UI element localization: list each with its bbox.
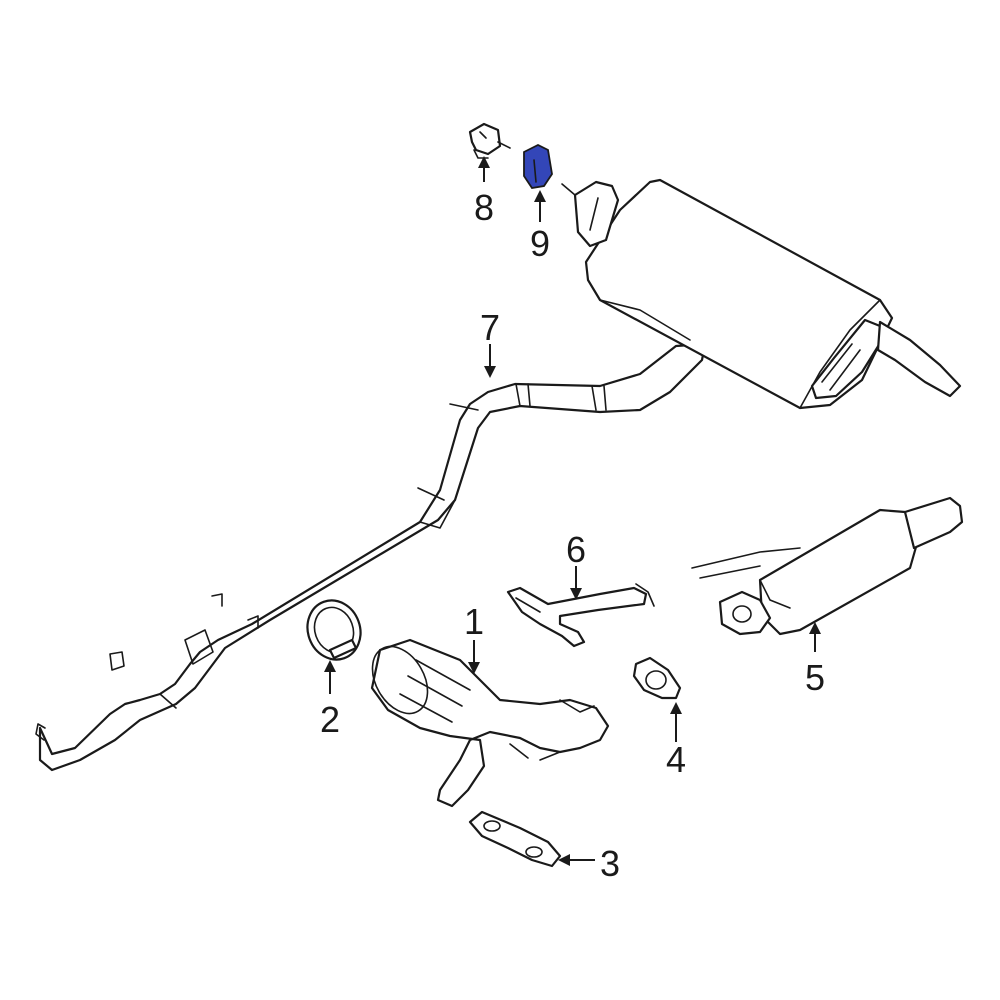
callout-4: 4 xyxy=(666,739,686,780)
callout-1: 1 xyxy=(464,601,484,642)
bracket-part-6[interactable] xyxy=(506,583,655,648)
arrow-7 xyxy=(484,366,496,378)
flange-gasket-part-4[interactable] xyxy=(632,656,682,700)
gasket-part-3[interactable] xyxy=(468,810,562,868)
callout-2: 2 xyxy=(320,699,340,740)
leader-lines xyxy=(324,156,821,866)
catalytic-converter-part-1[interactable] xyxy=(361,637,610,808)
arrow-5 xyxy=(809,622,821,634)
hanger-insulator-part-9[interactable] xyxy=(523,143,553,189)
arrow-9 xyxy=(534,190,546,202)
hanger-clip-part-8[interactable] xyxy=(468,122,511,159)
arrow-2 xyxy=(324,660,336,672)
arrow-6 xyxy=(570,588,582,600)
arrow-1 xyxy=(468,662,480,674)
exhaust-pipe-part-7[interactable] xyxy=(35,342,707,772)
callout-7: 7 xyxy=(480,307,500,348)
arrow-4 xyxy=(670,702,682,714)
callout-3: 3 xyxy=(600,843,620,884)
callout-8: 8 xyxy=(474,187,494,228)
callout-5: 5 xyxy=(805,657,825,698)
resonator-part-5[interactable] xyxy=(691,496,964,636)
callout-6: 6 xyxy=(566,529,586,570)
rear-muffler[interactable] xyxy=(561,178,962,410)
arrow-3 xyxy=(558,854,570,866)
callout-9: 9 xyxy=(530,223,550,264)
callout-labels: 1 2 3 4 5 6 7 8 9 xyxy=(320,187,825,884)
clamp-part-2[interactable] xyxy=(299,593,368,667)
arrow-8 xyxy=(478,156,490,168)
